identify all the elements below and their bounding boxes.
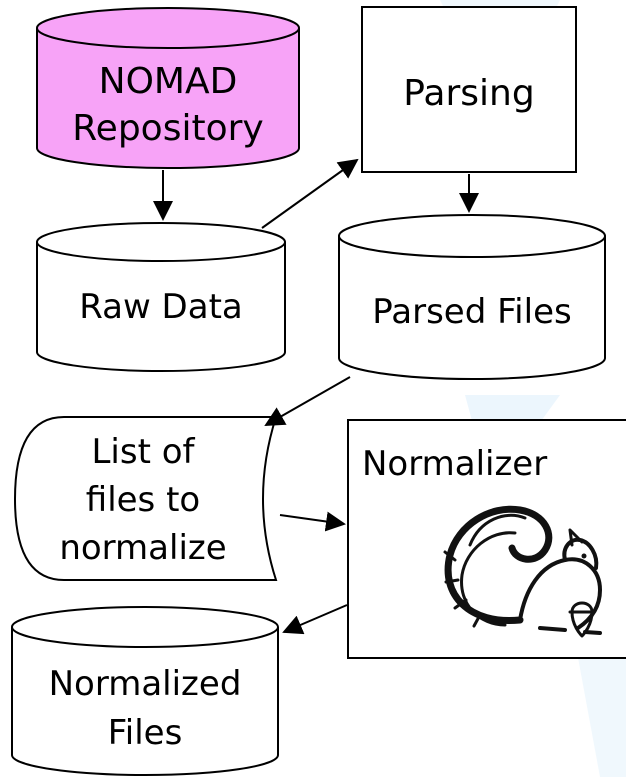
node-nomad-repository: NOMAD Repository [36, 7, 300, 169]
nomad-repository-label-line2: Repository [72, 108, 263, 149]
file-list-label-line2: files to [86, 480, 200, 520]
parsing-label: Parsing [403, 73, 534, 114]
node-parsing: Parsing [361, 6, 577, 173]
normalized-files-label-line1: Normalized [49, 664, 242, 704]
arrow-file-list-to-normalizer [279, 511, 346, 532]
normalized-files-label-line2: Files [108, 713, 183, 753]
file-list-label-line3: normalize [59, 528, 226, 568]
node-raw-data: Raw Data [36, 222, 286, 372]
raw-data-label: Raw Data [79, 287, 243, 327]
squirrel-icon [443, 505, 602, 638]
node-normalized-files: Normalized Files [11, 606, 279, 776]
node-normalizer: Normalizer [347, 419, 626, 659]
arrow-raw-data-to-parsing [261, 158, 359, 229]
node-file-list: List of files to normalize [13, 416, 278, 581]
file-list-label-line1: List of [91, 432, 195, 472]
arrow-normalizer-to-normalized-files [282, 604, 348, 635]
arrow-parsed-files-to-file-list [264, 376, 351, 426]
edges [153, 158, 479, 635]
node-parsed-files: Parsed Files [338, 214, 606, 380]
normalizer-label: Normalizer [362, 444, 547, 484]
parsed-files-label: Parsed Files [372, 292, 571, 332]
nomad-repository-label-line1: NOMAD [99, 61, 238, 102]
